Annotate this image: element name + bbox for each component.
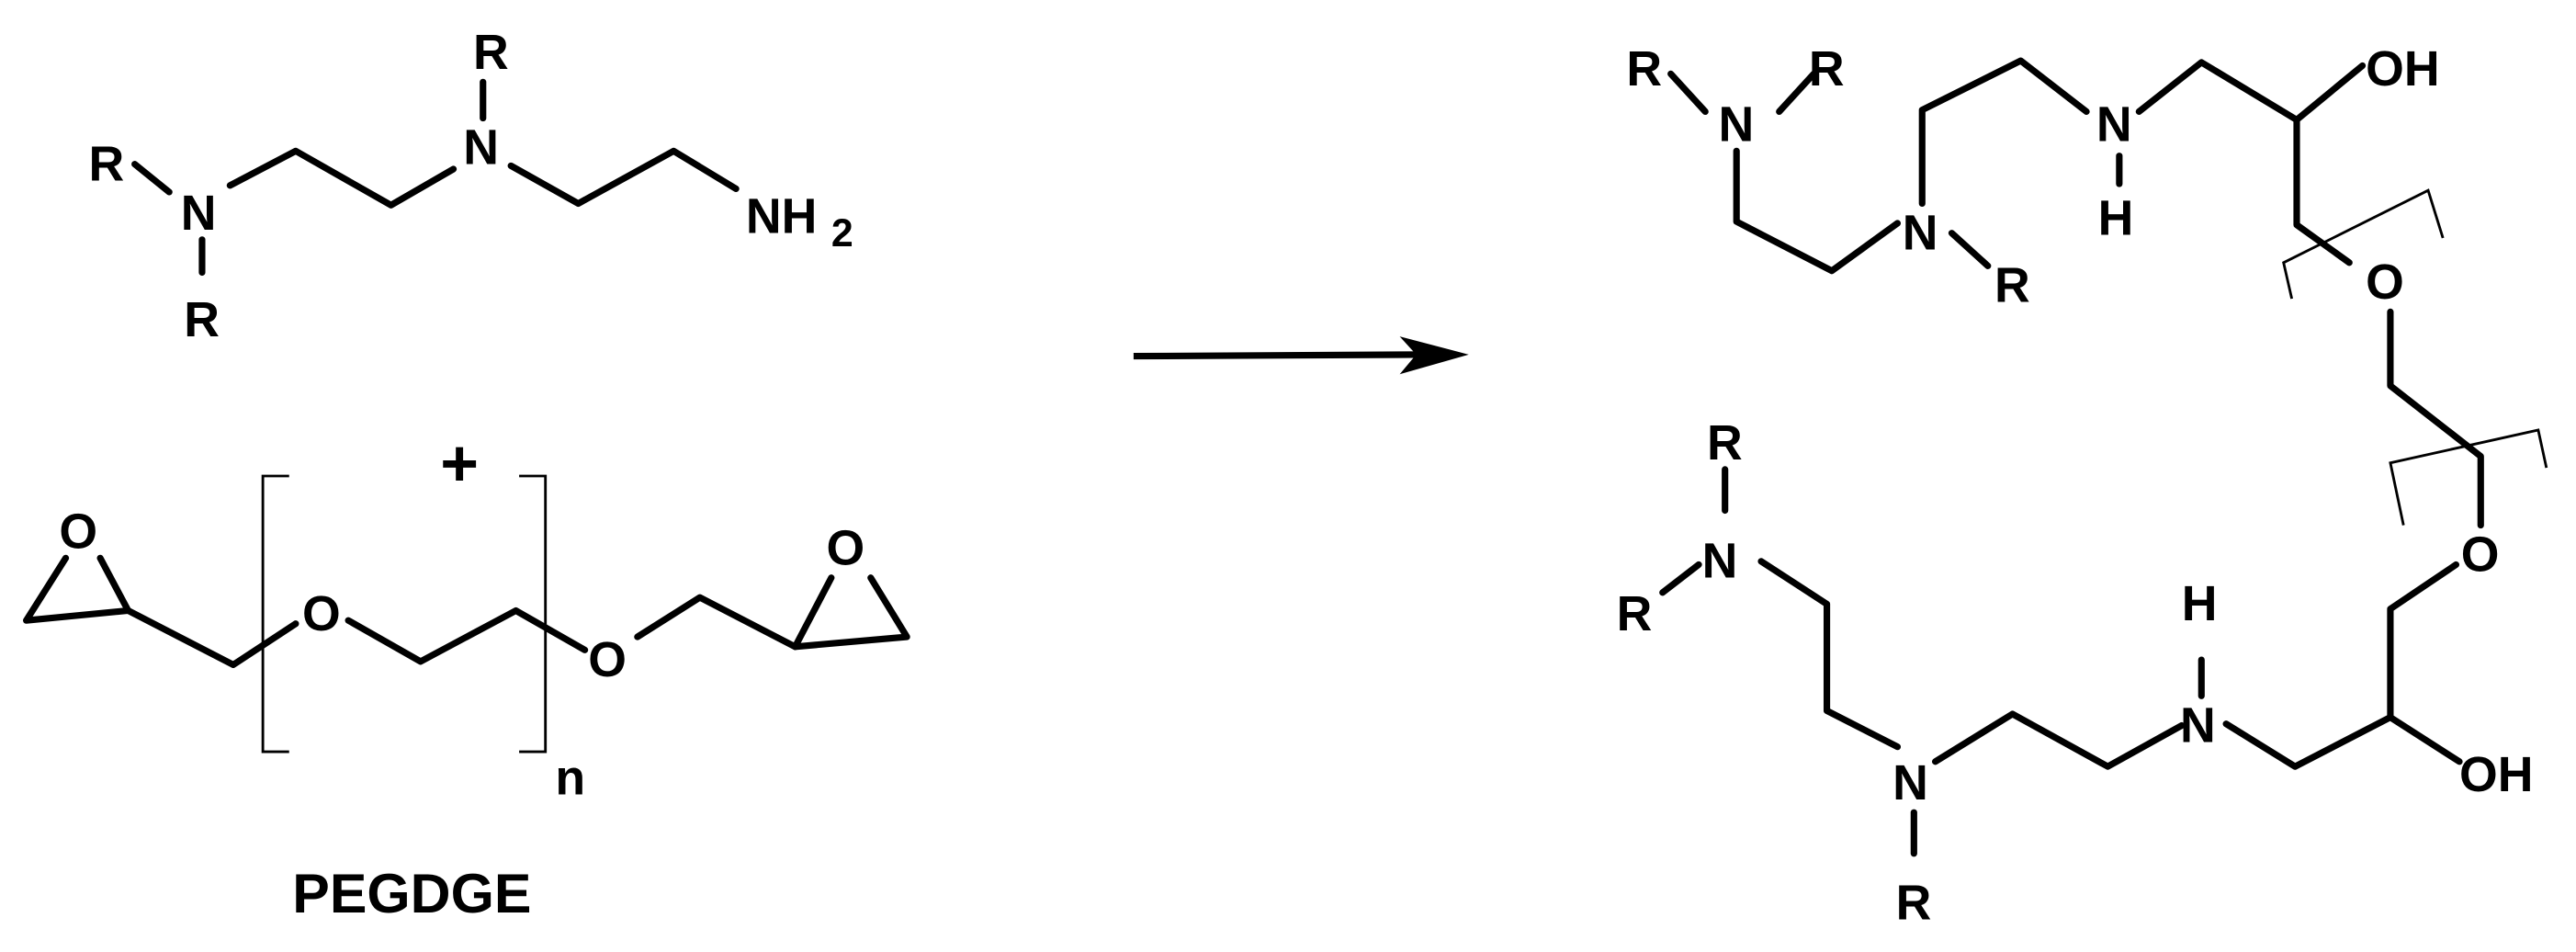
atom-h: H (2182, 576, 2218, 631)
amine-reactant: R N R N R NH 2 (89, 25, 853, 347)
atom-n-secondary: N (2096, 97, 2132, 153)
atom-o-link: O (588, 632, 627, 687)
repeat-subscript-n: n (555, 751, 585, 806)
atom-nh2-subscript: 2 (831, 211, 853, 255)
atom-o-epoxide-right: O (826, 520, 864, 575)
atom-o-epoxide-left: O (59, 504, 97, 560)
atom-n-tertiary: N (1892, 755, 1928, 810)
atom-n-tertiary: N (1702, 534, 1738, 589)
atom-oh: OH (2459, 747, 2533, 802)
atom-r: R (1994, 258, 2030, 313)
atom-r: R (1617, 586, 1653, 641)
atom-r-bottom: R (184, 292, 220, 347)
atom-o-ether: O (2461, 527, 2500, 583)
atom-r: R (1707, 415, 1743, 470)
atom-n-tertiary: N (1903, 206, 1938, 261)
polymer-bracket-icon (2389, 428, 2548, 526)
atom-r: R (1809, 41, 1845, 96)
atom-r-top: R (473, 25, 509, 80)
atom-r: R (1896, 875, 1932, 930)
atom-h: H (2098, 190, 2134, 245)
atom-n-tertiary: N (1719, 97, 1755, 153)
polymer-bracket-icon (2282, 188, 2445, 300)
bracket-left-icon (261, 474, 289, 754)
atom-r: R (1626, 41, 1662, 96)
plus-sign: + (440, 427, 479, 501)
reaction-arrow-icon (1133, 336, 1469, 375)
bracket-right-icon (519, 474, 548, 754)
atom-oh: OH (2366, 41, 2439, 96)
atom-o-ether: O (2366, 255, 2404, 310)
atom-n1: N (181, 186, 217, 241)
atom-nh2: NH (746, 189, 817, 244)
product-lower-chain: O OH N H N R N R R (1617, 415, 2534, 930)
atom-r-left: R (89, 137, 125, 192)
pegdge-reactant: O O n O O PEGDGE (23, 474, 910, 924)
atom-o-repeat: O (302, 586, 341, 641)
atom-n-secondary: N (2180, 697, 2216, 753)
product-upper-chain: R R N N R N H OH O (1626, 41, 2548, 529)
atom-n2: N (463, 120, 499, 176)
pegdge-label: PEGDGE (292, 862, 531, 924)
